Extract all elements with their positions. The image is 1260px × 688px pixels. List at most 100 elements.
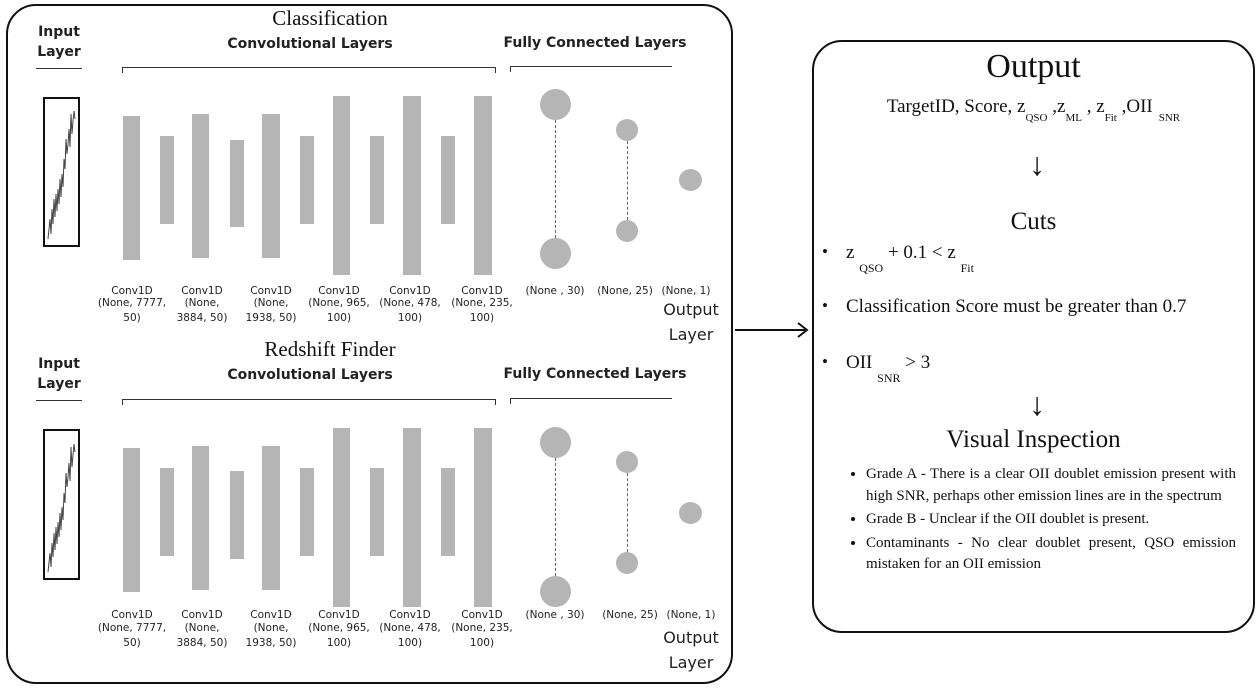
fc-layer-3-shape: (None, 1) bbox=[661, 285, 711, 297]
section-title-redshift-finder: Redshift Finder bbox=[264, 337, 396, 361]
flow-arrow bbox=[735, 322, 809, 338]
subscript-snr: SNR bbox=[1158, 112, 1181, 124]
section-title-classification: Classification bbox=[272, 6, 388, 30]
fc-node-3 bbox=[679, 169, 702, 191]
output-layer-label: Output Layer bbox=[663, 628, 719, 672]
fc-connector-2 bbox=[627, 473, 628, 552]
fc-layers-heading: Fully Connected Layers bbox=[503, 366, 687, 382]
conv-bar-5 bbox=[262, 114, 280, 258]
conv-layer-6-shape: (None, 235, 100) bbox=[451, 622, 513, 649]
conv-layers-heading: Convolutional Layers bbox=[227, 367, 393, 383]
spectrum-plot bbox=[47, 443, 76, 573]
conv-bar-9 bbox=[403, 428, 421, 607]
conv-layer-3-shape: (None, 1938, 50) bbox=[245, 297, 297, 324]
conv-layer-5-shape: (None, 478, 100) bbox=[379, 297, 441, 324]
input-spectrum bbox=[43, 429, 80, 580]
fc-node-2a bbox=[616, 119, 638, 141]
cut-1-rest: + 0.1 < z bbox=[887, 242, 956, 263]
conv-layer-4-shape: (None, 965, 100) bbox=[308, 622, 370, 649]
conv-layer-6-name: Conv1D bbox=[461, 285, 503, 297]
conv-bar-2 bbox=[160, 136, 174, 224]
fc-node-1a bbox=[540, 427, 571, 458]
subscript-fit: Fit bbox=[1104, 112, 1117, 124]
spectrum-plot bbox=[47, 110, 76, 240]
conv-layer-4-name: Conv1D bbox=[318, 609, 360, 621]
input-spectrum bbox=[43, 97, 80, 247]
cut-1: z QSO + 0.1 < z Fit bbox=[846, 242, 974, 275]
conv-layer-3-name: Conv1D bbox=[250, 609, 292, 621]
contaminants-item: Contaminants - No clear doublet present,… bbox=[866, 533, 1236, 576]
output-panel bbox=[812, 40, 1255, 633]
conv-layer-5-shape: (None, 478, 100) bbox=[379, 622, 441, 649]
cut-3-rest: > 3 bbox=[905, 352, 931, 373]
output-fields-mid3: ,OII bbox=[1116, 96, 1153, 117]
conv-layers-bracket bbox=[122, 399, 496, 405]
fc-node-1a bbox=[540, 89, 571, 120]
fc-layer-2-shape: (None, 25) bbox=[597, 285, 653, 297]
output-layer-label: Output Layer bbox=[663, 300, 719, 344]
cut-3-oii: OII bbox=[846, 352, 873, 373]
output-fields-mid2: , z bbox=[1081, 96, 1105, 117]
conv-bar-4 bbox=[230, 140, 244, 227]
down-arrow-icon: ↓ bbox=[1029, 146, 1045, 182]
conv-layers-heading: Convolutional Layers bbox=[227, 36, 393, 52]
conv-layer-3-shape: (None, 1938, 50) bbox=[245, 622, 297, 649]
fc-connector-1 bbox=[555, 120, 556, 238]
fc-layer-1-shape: (None , 30) bbox=[525, 285, 585, 297]
fc-layer-3-shape: (None, 1) bbox=[666, 609, 716, 621]
conv-layer-4-shape: (None, 965, 100) bbox=[308, 297, 370, 324]
fc-node-3 bbox=[679, 502, 702, 524]
grade-a-item: Grade A - There is a clear OII doublet e… bbox=[866, 464, 1236, 507]
visual-inspection-list: Grade A - There is a clear OII doublet e… bbox=[844, 464, 1236, 578]
subscript-ml: ML bbox=[1065, 112, 1082, 124]
input-layer-underline bbox=[36, 400, 82, 401]
grade-b-item: Grade B - Unclear if the OII doublet is … bbox=[866, 509, 1236, 531]
cut-bullet: • bbox=[822, 296, 828, 315]
down-arrow-icon: ↓ bbox=[1029, 386, 1045, 422]
conv-bar-7 bbox=[333, 96, 350, 275]
input-layer-label: Input Layer bbox=[37, 24, 81, 60]
conv-layer-3-name: Conv1D bbox=[250, 285, 292, 297]
conv-bar-4 bbox=[230, 471, 244, 559]
output-title: Output bbox=[986, 48, 1081, 85]
fc-layer-1-shape: (None , 30) bbox=[525, 609, 585, 621]
conv-bar-10 bbox=[441, 136, 455, 224]
conv-layer-1-name: Conv1D bbox=[111, 609, 153, 621]
conv-layer-2-name: Conv1D bbox=[181, 285, 223, 297]
fc-node-1b bbox=[540, 238, 571, 269]
conv-bar-1 bbox=[123, 116, 140, 260]
conv-bar-5 bbox=[262, 446, 280, 590]
conv-bar-6 bbox=[300, 136, 314, 224]
conv-bar-8 bbox=[370, 136, 384, 224]
fc-layers-bracket bbox=[510, 398, 672, 404]
fc-node-2b bbox=[616, 220, 638, 242]
output-fields: TargetID, Score, zQSO ,zML , zFit ,OII SN… bbox=[812, 96, 1255, 124]
conv-bar-11 bbox=[474, 96, 492, 275]
conv-layer-2-shape: (None, 3884, 50) bbox=[176, 622, 228, 649]
conv-bar-10 bbox=[441, 468, 455, 556]
output-fields-prefix: TargetID, Score, z bbox=[886, 96, 1026, 117]
conv-layer-6-name: Conv1D bbox=[461, 609, 503, 621]
input-layer-underline bbox=[36, 68, 82, 69]
output-fields-mid1: ,z bbox=[1047, 96, 1066, 117]
conv-layer-5-name: Conv1D bbox=[389, 285, 431, 297]
cut-bullet: • bbox=[822, 242, 828, 261]
conv-layer-2-shape: (None, 3884, 50) bbox=[176, 297, 228, 324]
conv-bar-7 bbox=[333, 428, 350, 607]
cut-bullet: • bbox=[822, 352, 828, 371]
visual-inspection-title: Visual Inspection bbox=[946, 426, 1121, 453]
conv-layer-2-name: Conv1D bbox=[181, 609, 223, 621]
subscript-qso: QSO bbox=[1025, 112, 1048, 124]
conv-bar-6 bbox=[300, 468, 314, 556]
conv-layer-1-shape: (None, 7777, 50) bbox=[97, 622, 167, 649]
conv-bar-8 bbox=[370, 468, 384, 556]
fc-layers-bracket bbox=[510, 66, 672, 72]
cut-2: Classification Score must be greater tha… bbox=[846, 296, 1187, 317]
fc-layer-2-shape: (None, 25) bbox=[602, 609, 658, 621]
conv-layer-6-shape: (None, 235, 100) bbox=[451, 297, 513, 324]
fc-node-1b bbox=[540, 576, 571, 607]
conv-bar-3 bbox=[192, 114, 209, 258]
fc-node-2a bbox=[616, 451, 638, 473]
conv-layer-1-name: Conv1D bbox=[111, 285, 153, 297]
fc-node-2b bbox=[616, 552, 638, 574]
